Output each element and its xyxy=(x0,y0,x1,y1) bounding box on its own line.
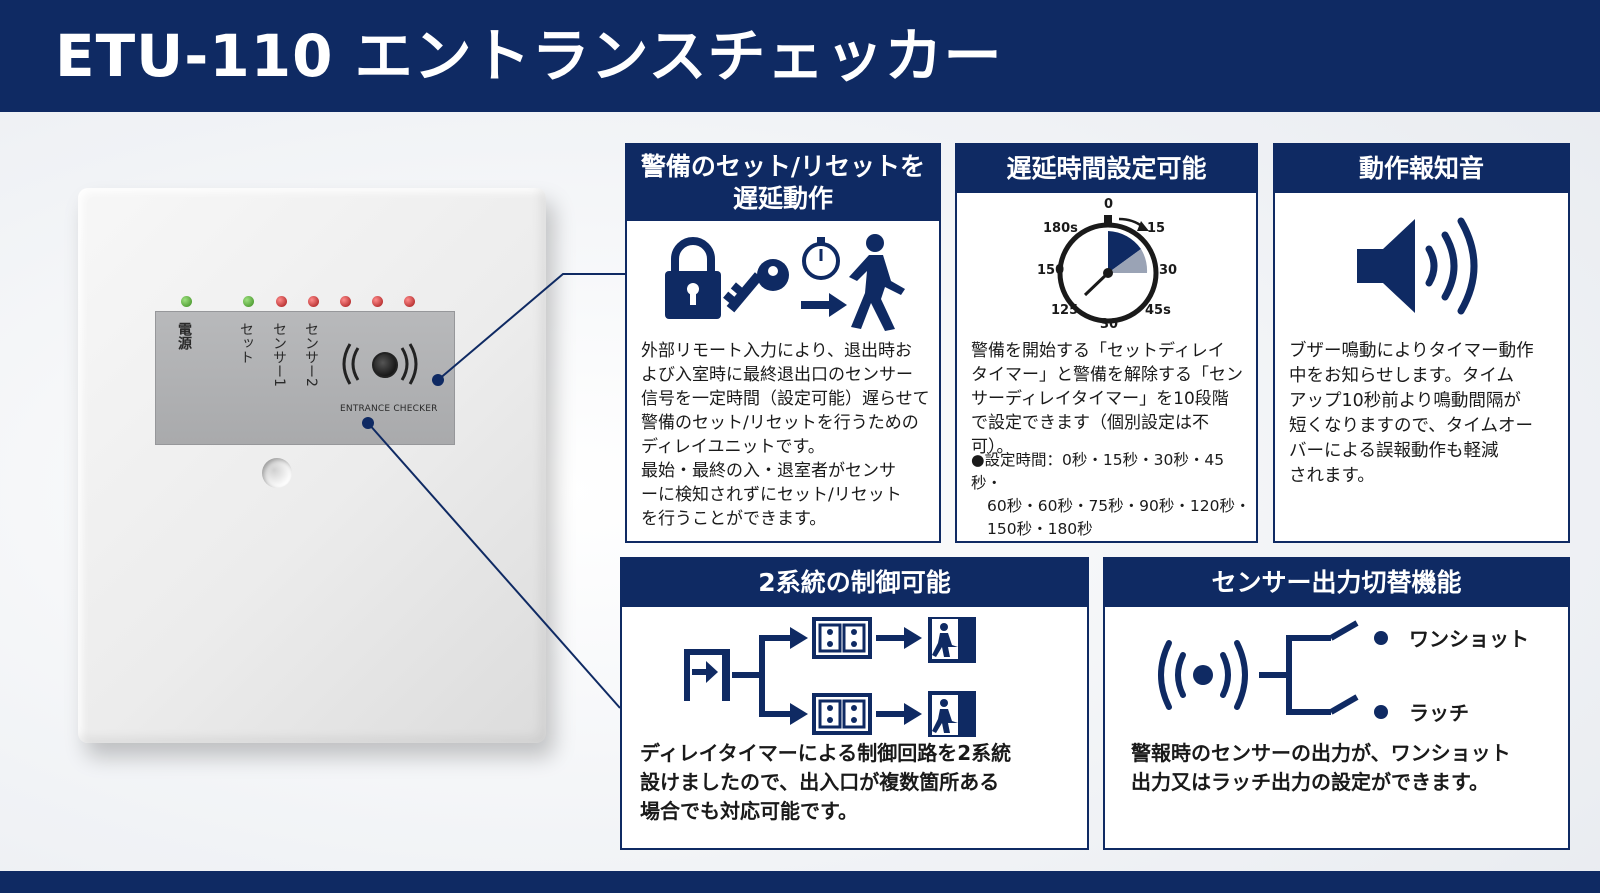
sensor-wave-icon xyxy=(342,343,418,385)
sensor-signal-icon xyxy=(1158,640,1248,710)
card-delay-time-settings-line: 150秒・180秒 xyxy=(987,520,1093,538)
sensor-switch-diagram xyxy=(1158,620,1388,719)
device-label-power: 電源 xyxy=(176,322,192,350)
stopwatch-icon xyxy=(802,237,840,280)
clock-label-45s: 45s xyxy=(1145,303,1171,318)
card-delay-set-reset-body-line: 最始・最終の入・退室者がセンサ xyxy=(641,461,896,481)
exit-door-icon xyxy=(928,691,976,737)
led-indicator-5 xyxy=(340,296,351,307)
device-body xyxy=(78,188,546,743)
led-sensor-2 xyxy=(308,296,319,307)
dual-control-diagram xyxy=(684,617,976,737)
card-sensor-output-title: センサー出力切替機能 xyxy=(1105,559,1568,607)
card-delay-set-reset-body-line: 外部リモート入力により、退出時お xyxy=(641,341,912,361)
clock-label-180s: 180s xyxy=(1043,221,1078,236)
option-one-shot: ワンショット xyxy=(1409,627,1529,651)
led-sensor-1 xyxy=(276,296,287,307)
led-indicator-7 xyxy=(404,296,415,307)
card-delay-set-reset-body-line: よび入室時に最終退出口のセンサー xyxy=(641,365,913,385)
delay-set-icons xyxy=(665,234,905,331)
card-delay-time: 遅延時間設定可能 0 15 30 45s 30 125 150 180s 警備を… xyxy=(955,143,1258,543)
clock-label-0: 0 xyxy=(1104,197,1114,212)
page-title: ETU-110 エントランスチェッカー xyxy=(55,22,1003,90)
card-buzzer: 動作報知音 ブザー鳴動によりタイマー動作 中をお知らせします。タイム アップ10… xyxy=(1273,143,1570,543)
card-delay-set-reset-body-line: 警備のセット/リセットを行うための xyxy=(641,413,919,433)
card-buzzer-body-line: バーによる誤報動作も軽減 xyxy=(1289,441,1499,461)
card-buzzer-body: ブザー鳴動によりタイマー動作 中をお知らせします。タイム アップ10秒前より鳴動… xyxy=(1289,339,1559,489)
device-screw-hole xyxy=(262,458,292,488)
card-delay-set-reset-title-line2: 遅延動作 xyxy=(732,184,833,213)
card-delay-time-settings-line: 60秒・60秒・75秒・90秒・120秒・ xyxy=(987,497,1251,515)
device-label-sensor-2: センサー2 xyxy=(303,322,319,387)
card-dual-control-body-line: 設けましたので、出入口が複数箇所ある xyxy=(640,770,1000,794)
clock-label-30-right: 30 xyxy=(1159,263,1178,278)
card-delay-set-reset-body-line: ーに検知されずにセット/リセット xyxy=(641,485,902,505)
led-power xyxy=(181,296,192,307)
card-delay-time-body-line: サーディレイタイマー」を10段階 xyxy=(971,389,1229,409)
card-dual-control-body-line: 場合でも対応可能です。 xyxy=(640,799,858,823)
walking-person-icon xyxy=(849,234,905,331)
card-dual-control-body-line: ディレイタイマーによる制御回路を2系統 xyxy=(640,741,1012,765)
card-dual-control-body: ディレイタイマーによる制御回路を2系統 設けましたので、出入口が複数箇所ある 場… xyxy=(640,739,1080,826)
card-sensor-output-body-line: 出力又はラッチ出力の設定ができます。 xyxy=(1131,770,1489,794)
lock-icon xyxy=(665,237,721,319)
card-buzzer-body-line: されます。 xyxy=(1289,466,1375,486)
card-sensor-output-body-line: 警報時のセンサーの出力が、ワンショット xyxy=(1131,741,1511,765)
door-entry-icon xyxy=(684,649,730,701)
card-dual-control-title: 2系統の制御可能 xyxy=(622,559,1087,607)
exit-door-icon xyxy=(928,617,976,663)
card-delay-set-reset-title: 警備のセット/リセットを 遅延動作 xyxy=(627,145,939,221)
card-delay-time-body-line: タイマー」と警備を解除する「セン xyxy=(971,365,1243,385)
card-delay-set-reset-body-line: ディレイユニットです。 xyxy=(641,437,825,457)
card-buzzer-body-line: ブザー鳴動によりタイマー動作 xyxy=(1289,341,1534,361)
card-delay-set-reset-body-line: 信号を一定時間（設定可能）遅らせて xyxy=(641,389,930,409)
card-buzzer-title: 動作報知音 xyxy=(1275,145,1568,193)
card-delay-time-body-line: で設定できます（個別設定は不可）。 xyxy=(971,413,1209,457)
speaker-icon xyxy=(1357,217,1478,315)
card-dual-control: 2系統の制御可能 xyxy=(620,557,1089,850)
key-icon xyxy=(723,259,789,313)
clock-label-125: 125 xyxy=(1051,303,1079,318)
timer-icon xyxy=(1057,215,1159,324)
card-buzzer-body-line: 中をお知らせします。タイム xyxy=(1289,366,1515,386)
control-unit-icon xyxy=(812,617,872,659)
device-label-set: セット xyxy=(238,322,254,364)
device-label-sensor-1: センサー1 xyxy=(271,322,287,387)
card-sensor-output-body: 警報時のセンサーの出力が、ワンショット 出力又はラッチ出力の設定ができます。 xyxy=(1131,739,1561,797)
arrow-right-icon xyxy=(801,293,847,317)
panel-label: ENTRANCE CHECKER xyxy=(340,404,438,414)
sensor-eye xyxy=(372,352,398,378)
option-latch: ラッチ xyxy=(1409,701,1469,725)
card-delay-time-title: 遅延時間設定可能 xyxy=(957,145,1256,193)
led-indicator-6 xyxy=(372,296,383,307)
card-delay-set-reset-body-line: を行うことができます。 xyxy=(641,509,827,529)
card-delay-set-reset-title-line1: 警備のセット/リセットを xyxy=(640,152,926,181)
clock-label-15: 15 xyxy=(1147,221,1166,236)
card-buzzer-body-line: アップ10秒前より鳴動間隔が xyxy=(1289,391,1521,411)
card-delay-time-settings: ●設定時間：0秒・15秒・30秒・45秒・ 60秒・60秒・75秒・90秒・12… xyxy=(971,449,1255,541)
card-delay-set-reset-body: 外部リモート入力により、退出時お よび入室時に最終退出口のセンサー 信号を一定時… xyxy=(641,339,931,531)
card-delay-set-reset: 警備のセット/リセットを 遅延動作 xyxy=(625,143,941,543)
card-sensor-output: センサー出力切替機能 ワンショット ラッチ 警報時のセンサーの出力が、ワンショッ… xyxy=(1103,557,1570,850)
clock-label-30-bottom: 30 xyxy=(1100,317,1119,332)
control-unit-icon xyxy=(812,693,872,735)
header-bar: ETU-110 エントランスチェッカー xyxy=(0,0,1600,112)
card-buzzer-body-line: 短くなりますので、タイムオー xyxy=(1289,416,1533,436)
led-set xyxy=(243,296,254,307)
card-delay-time-body: 警備を開始する「セットディレイ タイマー」と警備を解除する「セン サーディレイタ… xyxy=(971,339,1251,459)
clock-label-150: 150 xyxy=(1037,263,1065,278)
card-delay-time-body-line: 警備を開始する「セットディレイ xyxy=(971,341,1225,361)
card-delay-time-settings-line: ●設定時間：0秒・15秒・30秒・45秒・ xyxy=(971,451,1225,492)
footer-bar xyxy=(0,871,1600,893)
